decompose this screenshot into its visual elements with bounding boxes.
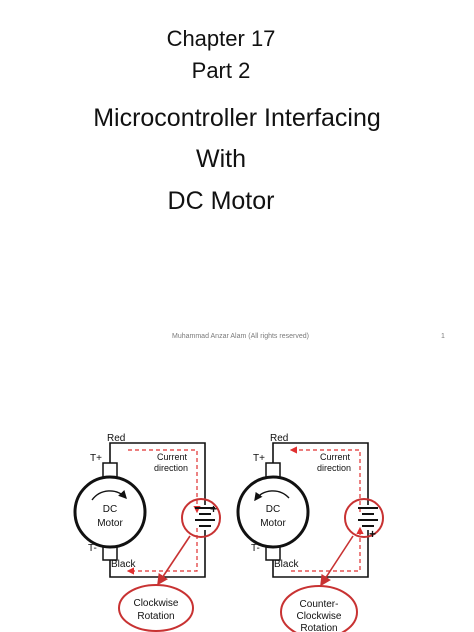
left-motor-label-1: DC — [103, 504, 117, 515]
right-labels: Red T+ Current direction DC Motor T- Bla… — [251, 433, 376, 632]
title-line-2: With — [196, 145, 246, 173]
left-labels: Red T+ Current direction DC Motor T- Bla… — [88, 433, 217, 622]
footer-author: Muhammad Anzar Alam (All rights reserved… — [172, 333, 309, 340]
title-line-1: Microcontroller Interfacing — [93, 104, 381, 132]
page-number: 1 — [441, 333, 445, 340]
left-tplus-label: T+ — [90, 453, 102, 464]
right-tminus-label: T- — [251, 543, 260, 554]
chapter-heading: Chapter 17 — [166, 26, 276, 51]
right-rotation-line-3: Rotation — [300, 623, 337, 632]
title-line-3: DC Motor — [167, 187, 275, 215]
right-rotation-line-1: Counter- — [300, 599, 339, 610]
right-current-label-1: Current — [320, 452, 351, 462]
left-rotation-line-2: Rotation — [137, 611, 174, 622]
right-circuit — [236, 442, 384, 632]
part-heading: Part 2 — [191, 58, 251, 83]
right-tplus-label: T+ — [253, 453, 265, 464]
right-black-label: Black — [274, 559, 299, 570]
left-tminus-label: T- — [88, 543, 97, 554]
right-rotation-line-2: Clockwise — [296, 611, 341, 622]
left-motor-label-2: Motor — [97, 518, 123, 529]
left-battery-plus: + — [210, 502, 217, 516]
right-current-label-2: direction — [317, 463, 351, 473]
left-red-label: Red — [107, 433, 125, 444]
right-battery-plus: + — [369, 527, 376, 541]
left-black-label: Black — [111, 559, 136, 570]
right-motor-label-1: DC — [266, 504, 280, 515]
left-circuit — [73, 442, 221, 632]
left-current-label-2: direction — [154, 463, 188, 473]
right-red-label: Red — [270, 433, 288, 444]
left-rotation-line-1: Clockwise — [133, 598, 178, 609]
right-motor-label-2: Motor — [260, 518, 286, 529]
left-current-label-1: Current — [157, 452, 188, 462]
